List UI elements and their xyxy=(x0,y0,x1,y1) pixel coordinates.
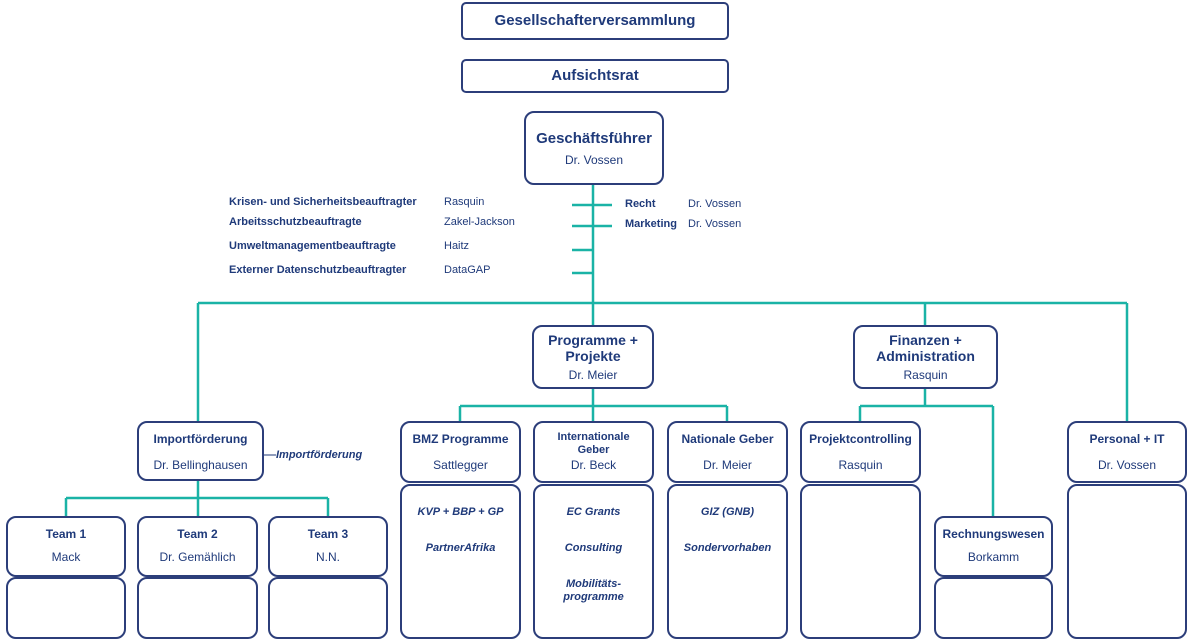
programme-title: Programme + Projekte xyxy=(548,332,638,364)
team-box: Team 2 Dr. Gemählich xyxy=(137,516,258,577)
ceo-name: Dr. Vossen xyxy=(564,153,624,167)
import-title: Importförderung xyxy=(153,432,248,446)
bmz-box: BMZ Programme Sattlegger xyxy=(400,421,521,483)
rechnung-name: Borkamm xyxy=(967,550,1020,564)
national-name: Dr. Meier xyxy=(703,458,752,472)
national-title: Nationale Geber xyxy=(681,432,774,446)
staff-right-name: Dr. Vossen xyxy=(688,198,742,210)
ceo-box: Geschäftsführer Dr. Vossen xyxy=(524,111,664,185)
staff-left-role: Arbeitsschutzbeauftragte xyxy=(229,216,362,228)
rechnung-box: Rechnungswesen Borkamm xyxy=(934,516,1053,577)
team-name: Mack xyxy=(51,550,81,564)
controlling-name: Rasquin xyxy=(838,458,883,472)
team-name: N.N. xyxy=(316,550,340,564)
intl-title: Internationale Geber xyxy=(557,431,630,456)
finanzen-name: Rasquin xyxy=(903,368,948,382)
finanzen-title: Finanzen + Administration xyxy=(876,332,975,364)
staff-left-role: Externer Datenschutzbeauftragter xyxy=(229,264,407,276)
team-title: Team 2 xyxy=(177,527,218,541)
board-title: Aufsichtsrat xyxy=(551,67,639,84)
bmz-list-box: KVP + BBP + GP PartnerAfrika xyxy=(400,484,521,639)
national-item: GIZ (GNB) xyxy=(700,506,755,518)
team-box: Team 3 N.N. xyxy=(268,516,388,577)
team-empty-box xyxy=(268,577,388,639)
team-box: Team 1 Mack xyxy=(6,516,126,577)
rechnung-title: Rechnungswesen xyxy=(942,527,1045,541)
programme-name: Dr. Meier xyxy=(568,368,618,382)
import-box: Importförderung Dr. Bellinghausen xyxy=(137,421,264,481)
finanzen-box: Finanzen + Administration Rasquin xyxy=(853,325,998,389)
national-list-box: GIZ (GNB) Sondervorhaben xyxy=(667,484,788,639)
intl-box: Internationale Geber Dr. Beck xyxy=(533,421,654,483)
intl-name: Dr. Beck xyxy=(570,458,617,472)
bmz-name: Sattlegger xyxy=(433,458,488,472)
ceo-title: Geschäftsführer xyxy=(536,130,652,147)
team-empty-box xyxy=(6,577,126,639)
personal-name: Dr. Vossen xyxy=(1097,458,1157,472)
intl-item: EC Grants xyxy=(566,506,621,518)
bmz-title: BMZ Programme xyxy=(412,432,509,446)
personal-box: Personal + IT Dr. Vossen xyxy=(1067,421,1187,483)
controlling-title: Projektcontrolling xyxy=(809,432,912,446)
intl-list-box: EC Grants Consulting Mobilitäts-programm… xyxy=(533,484,654,639)
staff-left-name: Rasquin xyxy=(444,196,485,208)
staff-left-name: DataGAP xyxy=(444,264,491,276)
staff-left-role: Krisen- und Sicherheitsbeauftragter xyxy=(229,196,417,208)
bmz-item: PartnerAfrika xyxy=(425,542,496,554)
staff-right-role: Recht xyxy=(625,198,656,210)
assembly-box: Gesellschafterversammlung xyxy=(461,2,729,40)
personal-empty-box xyxy=(1067,484,1187,639)
national-box: Nationale Geber Dr. Meier xyxy=(667,421,788,483)
programme-box: Programme + Projekte Dr. Meier xyxy=(532,325,654,389)
controlling-box: Projektcontrolling Rasquin xyxy=(800,421,921,483)
assembly-title: Gesellschafterversammlung xyxy=(494,12,696,29)
personal-title: Personal + IT xyxy=(1089,432,1165,446)
intl-item: Mobilitäts-programme xyxy=(563,578,624,603)
import-note: Importförderung xyxy=(276,449,363,461)
team-name: Dr. Gemählich xyxy=(159,550,236,564)
rechnung-empty-box xyxy=(934,577,1053,639)
bmz-item: KVP + BBP + GP xyxy=(417,506,504,518)
staff-right-role: Marketing xyxy=(625,218,677,230)
staff-left-name: Zakel-Jackson xyxy=(444,216,515,228)
board-box: Aufsichtsrat xyxy=(461,59,729,93)
import-name: Dr. Bellinghausen xyxy=(153,458,248,472)
team-title: Team 1 xyxy=(45,527,87,541)
national-item: Sondervorhaben xyxy=(683,542,772,554)
staff-left-name: Haitz xyxy=(444,240,470,252)
staff-left-role: Umweltmanagementbeauftragte xyxy=(229,240,396,252)
controlling-empty-box xyxy=(800,484,921,639)
intl-item: Consulting xyxy=(564,542,623,554)
staff-right-name: Dr. Vossen xyxy=(688,218,742,230)
team-empty-box xyxy=(137,577,258,639)
team-title: Team 3 xyxy=(307,527,349,541)
